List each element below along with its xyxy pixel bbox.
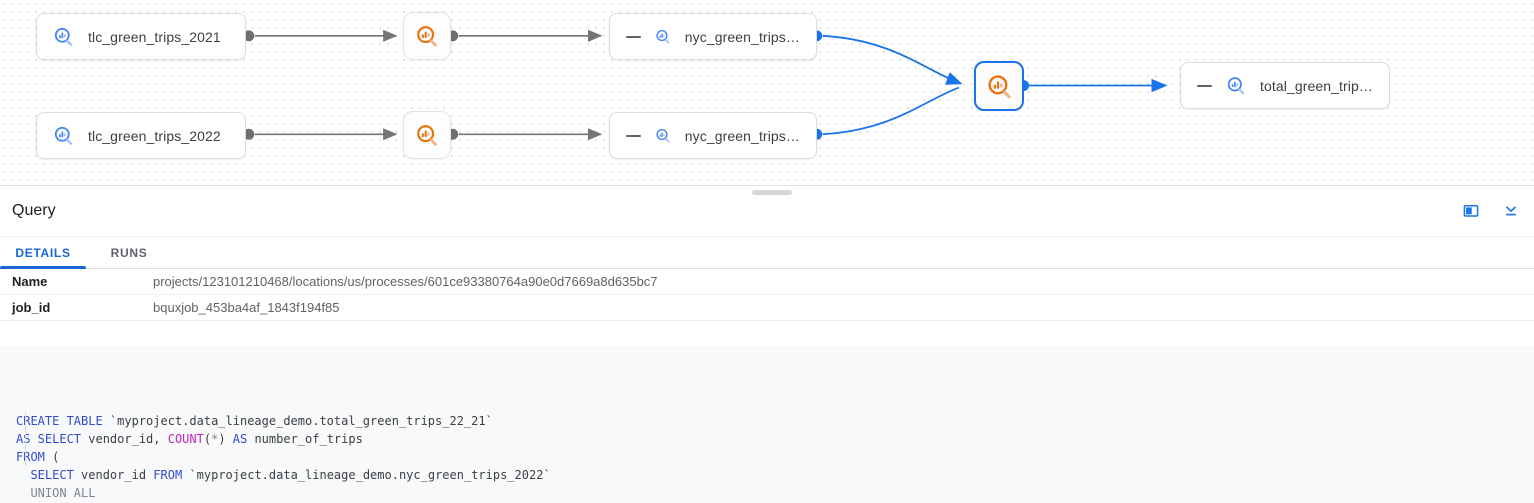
tab-runs[interactable]: RUNS <box>110 245 148 260</box>
collapse-panel-icon[interactable] <box>1502 202 1520 220</box>
collapse-minus-icon[interactable] <box>1197 84 1212 87</box>
panel-header: Query <box>0 186 1534 237</box>
node-label: nyc_green_trips… <box>684 127 800 144</box>
detail-value: projects/123101210468/locations/us/proce… <box>153 274 658 289</box>
panel-title: Query <box>12 202 56 219</box>
node-tlc-green-trips-2022[interactable]: tlc_green_trips_2022 <box>36 112 246 159</box>
detail-row-name: Name projects/123101210468/locations/us/… <box>0 269 1534 295</box>
indent-guide <box>25 412 26 466</box>
node-label: nyc_green_trips… <box>684 28 800 45</box>
split-view-icon[interactable] <box>1462 202 1480 220</box>
node-query-process-bottom[interactable] <box>403 111 451 159</box>
node-query-process-top[interactable] <box>403 12 451 60</box>
bigquery-table-icon <box>656 129 670 143</box>
node-query-process-selected[interactable] <box>974 61 1024 111</box>
tab-details[interactable]: DETAILS <box>0 237 86 269</box>
detail-label: Name <box>12 274 48 289</box>
detail-label: job_id <box>12 300 51 315</box>
node-label: tlc_green_trips_2021 <box>88 28 221 45</box>
collapse-minus-icon[interactable] <box>626 134 641 137</box>
node-total-green-trips[interactable]: total_green_trip… <box>1180 62 1390 109</box>
panel-resize-handle[interactable] <box>752 190 792 195</box>
panel-tabs: DETAILS RUNS <box>0 237 1534 269</box>
bigquery-query-icon <box>417 125 437 146</box>
node-label: total_green_trip… <box>1260 77 1373 94</box>
bigquery-table-icon <box>54 126 73 145</box>
node-nyc-green-trips-top[interactable]: nyc_green_trips… <box>609 13 817 60</box>
sql-code-block: CREATE TABLE `myproject.data_lineage_dem… <box>0 346 1534 503</box>
bigquery-table-icon <box>1227 77 1245 95</box>
node-label: tlc_green_trips_2022 <box>88 127 221 144</box>
detail-value: bquxjob_453ba4af_1843f194f85 <box>153 300 340 315</box>
node-tlc-green-trips-2021[interactable]: tlc_green_trips_2021 <box>36 13 246 60</box>
query-details-panel: Query DETAILS RUNS Name projects/1231012… <box>0 186 1534 503</box>
sql-code: CREATE TABLE `myproject.data_lineage_dem… <box>16 414 551 500</box>
bigquery-table-icon <box>656 30 670 44</box>
lineage-graph[interactable]: tlc_green_trips_2021 tlc_green_trips_202… <box>0 0 1534 186</box>
node-nyc-green-trips-bottom[interactable]: nyc_green_trips… <box>609 112 817 159</box>
bigquery-query-icon <box>987 74 1011 98</box>
detail-row-job-id: job_id bquxjob_453ba4af_1843f194f85 <box>0 295 1534 321</box>
collapse-minus-icon[interactable] <box>626 35 641 38</box>
bigquery-table-icon <box>54 27 73 46</box>
bigquery-query-icon <box>417 26 437 47</box>
